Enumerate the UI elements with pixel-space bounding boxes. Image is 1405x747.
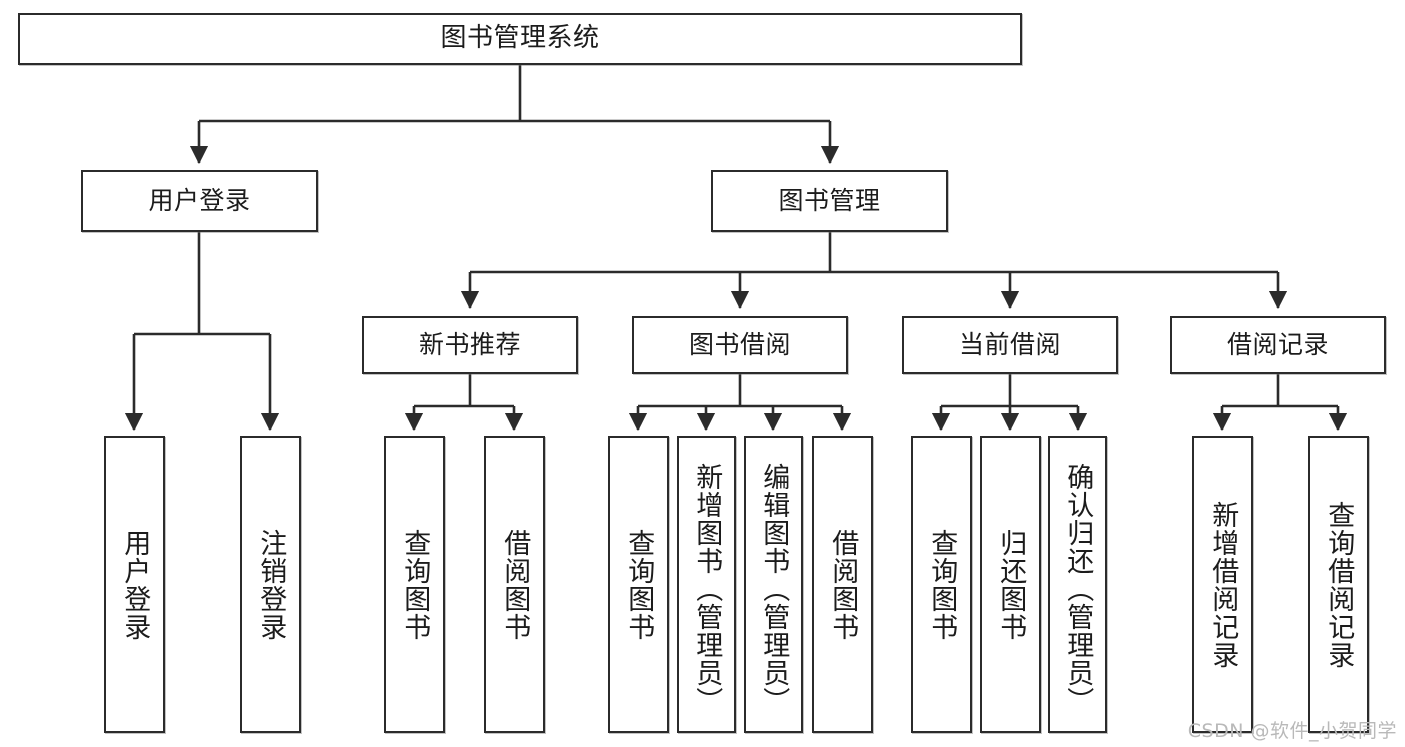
node-current-borrow-label: 当前借阅 [958,330,1061,359]
node-root-label: 图书管理系统 [440,23,600,54]
node-leaf-user-logout[interactable]: 注销登录 [240,436,301,733]
node-user-login[interactable]: 用户登录 [81,170,318,232]
node-leaf-query-record-label: 查询借阅记录 [1323,500,1355,669]
csdn-watermark: CSDN @软件_小贺同学 [1187,720,1397,742]
node-root[interactable]: 图书管理系统 [18,13,1022,65]
node-new-book-rec-label: 新书推荐 [418,330,521,359]
node-borrow-record[interactable]: 借阅记录 [1170,316,1386,374]
node-book-borrow-label: 图书借阅 [688,330,791,359]
node-new-book-rec[interactable]: 新书推荐 [362,316,578,374]
node-borrow-record-label: 借阅记录 [1226,330,1329,359]
node-leaf-confirm-return-label: 确认归还（管理员） [1062,462,1094,715]
node-leaf-query-book-2[interactable]: 查询图书 [608,436,669,733]
node-leaf-edit-book[interactable]: 编辑图书（管理员） [744,436,803,733]
node-leaf-borrow-book-2-label: 借阅图书 [827,528,859,641]
node-leaf-add-record-label: 新增借阅记录 [1207,500,1239,669]
node-leaf-user-login-label: 用户登录 [119,528,151,641]
node-leaf-add-book-label: 新增图书（管理员） [691,462,723,715]
node-leaf-query-book-2-label: 查询图书 [623,528,655,641]
node-book-manage[interactable]: 图书管理 [711,170,948,232]
node-leaf-borrow-book-1-label: 借阅图书 [499,528,531,641]
node-leaf-add-book[interactable]: 新增图书（管理员） [677,436,736,733]
node-book-manage-label: 图书管理 [778,186,881,215]
node-leaf-query-book-1-label: 查询图书 [399,528,431,641]
node-leaf-borrow-book-1[interactable]: 借阅图书 [484,436,545,733]
node-leaf-borrow-book-2[interactable]: 借阅图书 [812,436,873,733]
node-current-borrow[interactable]: 当前借阅 [902,316,1118,374]
node-leaf-query-book-1[interactable]: 查询图书 [384,436,445,733]
node-leaf-edit-book-label: 编辑图书（管理员） [758,462,790,715]
node-leaf-return-book[interactable]: 归还图书 [980,436,1041,733]
node-leaf-confirm-return[interactable]: 确认归还（管理员） [1048,436,1107,733]
node-user-login-label: 用户登录 [148,186,251,215]
node-leaf-query-book-3[interactable]: 查询图书 [911,436,972,733]
node-book-borrow[interactable]: 图书借阅 [632,316,848,374]
node-leaf-query-book-3-label: 查询图书 [926,528,958,641]
node-leaf-user-login[interactable]: 用户登录 [104,436,165,733]
node-leaf-return-book-label: 归还图书 [995,528,1027,641]
node-leaf-add-record[interactable]: 新增借阅记录 [1192,436,1253,733]
node-leaf-query-record[interactable]: 查询借阅记录 [1308,436,1369,733]
node-leaf-user-logout-label: 注销登录 [255,528,287,641]
